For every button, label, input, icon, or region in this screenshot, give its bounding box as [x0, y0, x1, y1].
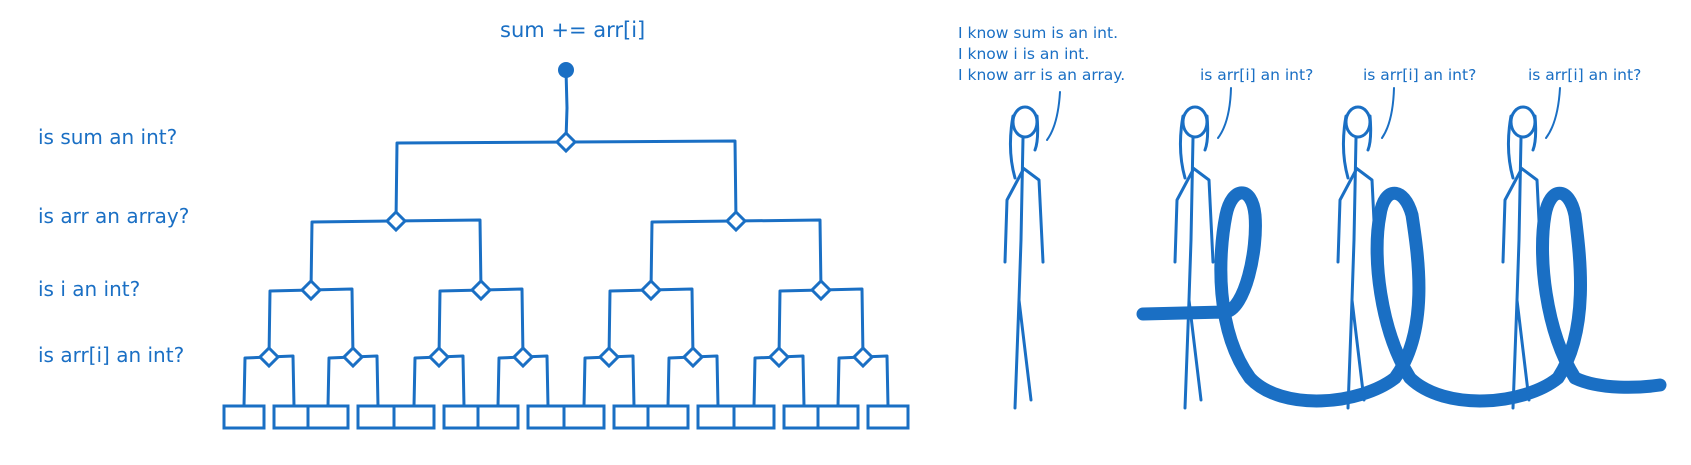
- decision-node: [597, 345, 621, 369]
- decision-node: [724, 209, 748, 233]
- tree-leaf: [222, 404, 266, 430]
- stick-figure: [1003, 105, 1045, 410]
- question-bubble-1: is arr[i] an int?: [1200, 66, 1313, 84]
- stick-figure: [1336, 105, 1378, 410]
- question-arr: is arr an array?: [38, 204, 189, 228]
- bubble-tail-3: [1545, 87, 1561, 139]
- tree-leaf: [306, 404, 350, 430]
- decision-node: [427, 345, 451, 369]
- decision-node: [257, 345, 281, 369]
- figure-hair: [1506, 114, 1538, 180]
- knowledge-line-1: I know sum is an int.: [958, 24, 1118, 42]
- code-statement: sum += arr[i]: [500, 18, 645, 42]
- figure-head: [1344, 105, 1372, 139]
- tree-leaf: [816, 404, 860, 430]
- figure-hair: [1008, 114, 1040, 180]
- stick-figure: [1501, 105, 1543, 410]
- figure-torso: [1017, 136, 1025, 302]
- tree-nodes: [257, 130, 875, 369]
- question-arr-i: is arr[i] an int?: [38, 343, 184, 367]
- tree-leaf: [356, 404, 400, 430]
- decision-node: [809, 278, 833, 302]
- figure-hair: [1178, 114, 1210, 180]
- knowledge-line-3: I know arr is an array.: [958, 66, 1125, 84]
- decision-node: [851, 345, 875, 369]
- figure-torso: [1515, 136, 1523, 302]
- bubble-tail-0: [1046, 91, 1061, 141]
- figure-arm-right: [1021, 166, 1045, 264]
- figure-arm-left: [1336, 168, 1358, 264]
- figure-legs: [1183, 298, 1203, 410]
- tree-leaf: [732, 404, 776, 430]
- root-stem: [564, 68, 569, 142]
- decision-node: [511, 345, 535, 369]
- tree-leaf: [526, 404, 570, 430]
- decision-node: [681, 345, 705, 369]
- tree-leaf: [646, 404, 690, 430]
- decision-node: [384, 209, 408, 233]
- decision-node: [639, 278, 663, 302]
- tree-edges: [242, 139, 890, 408]
- figure-arm-right: [1191, 166, 1215, 264]
- figure-head: [1181, 105, 1209, 139]
- decision-node: [341, 345, 365, 369]
- tree-leaf: [696, 404, 740, 430]
- knowledge-line-2: I know i is an int.: [958, 45, 1089, 63]
- figure-head: [1509, 105, 1537, 139]
- figure-arm-left: [1501, 168, 1523, 264]
- figure-arm-left: [1003, 168, 1025, 264]
- figure-hair: [1341, 114, 1373, 180]
- scene-panel: I know sum is an int. I know i is an int…: [958, 24, 1667, 410]
- bubble-tail-2: [1381, 87, 1395, 139]
- figure-arm-right: [1354, 166, 1378, 264]
- looping-path: [1136, 186, 1667, 408]
- figure-legs: [1013, 298, 1033, 410]
- question-i: is i an int?: [38, 277, 140, 301]
- figure-head: [1011, 105, 1039, 139]
- figure-torso: [1187, 136, 1195, 302]
- decision-node: [554, 130, 578, 154]
- stick-figures: [1003, 105, 1543, 410]
- question-sum: is sum an int?: [38, 125, 177, 149]
- decision-tree-panel: sum += arr[i] is sum an int? is arr an a…: [38, 18, 910, 430]
- figure-arm-right: [1519, 166, 1543, 264]
- decision-node: [767, 345, 791, 369]
- stick-figure: [1173, 105, 1215, 410]
- figure-arm-left: [1173, 168, 1195, 264]
- figure-legs: [1346, 298, 1366, 410]
- tree-leaf: [476, 404, 520, 430]
- tree-leaves: [222, 404, 910, 430]
- tree-leaf: [562, 404, 606, 430]
- tree-leaf: [866, 404, 910, 430]
- decision-node: [299, 278, 323, 302]
- question-bubble-3: is arr[i] an int?: [1528, 66, 1641, 84]
- figure-legs: [1511, 298, 1531, 410]
- figure-torso: [1350, 136, 1358, 302]
- tree-leaf: [392, 404, 436, 430]
- decision-node: [469, 278, 493, 302]
- question-bubble-2: is arr[i] an int?: [1363, 66, 1476, 84]
- bubble-tail-1: [1217, 87, 1232, 139]
